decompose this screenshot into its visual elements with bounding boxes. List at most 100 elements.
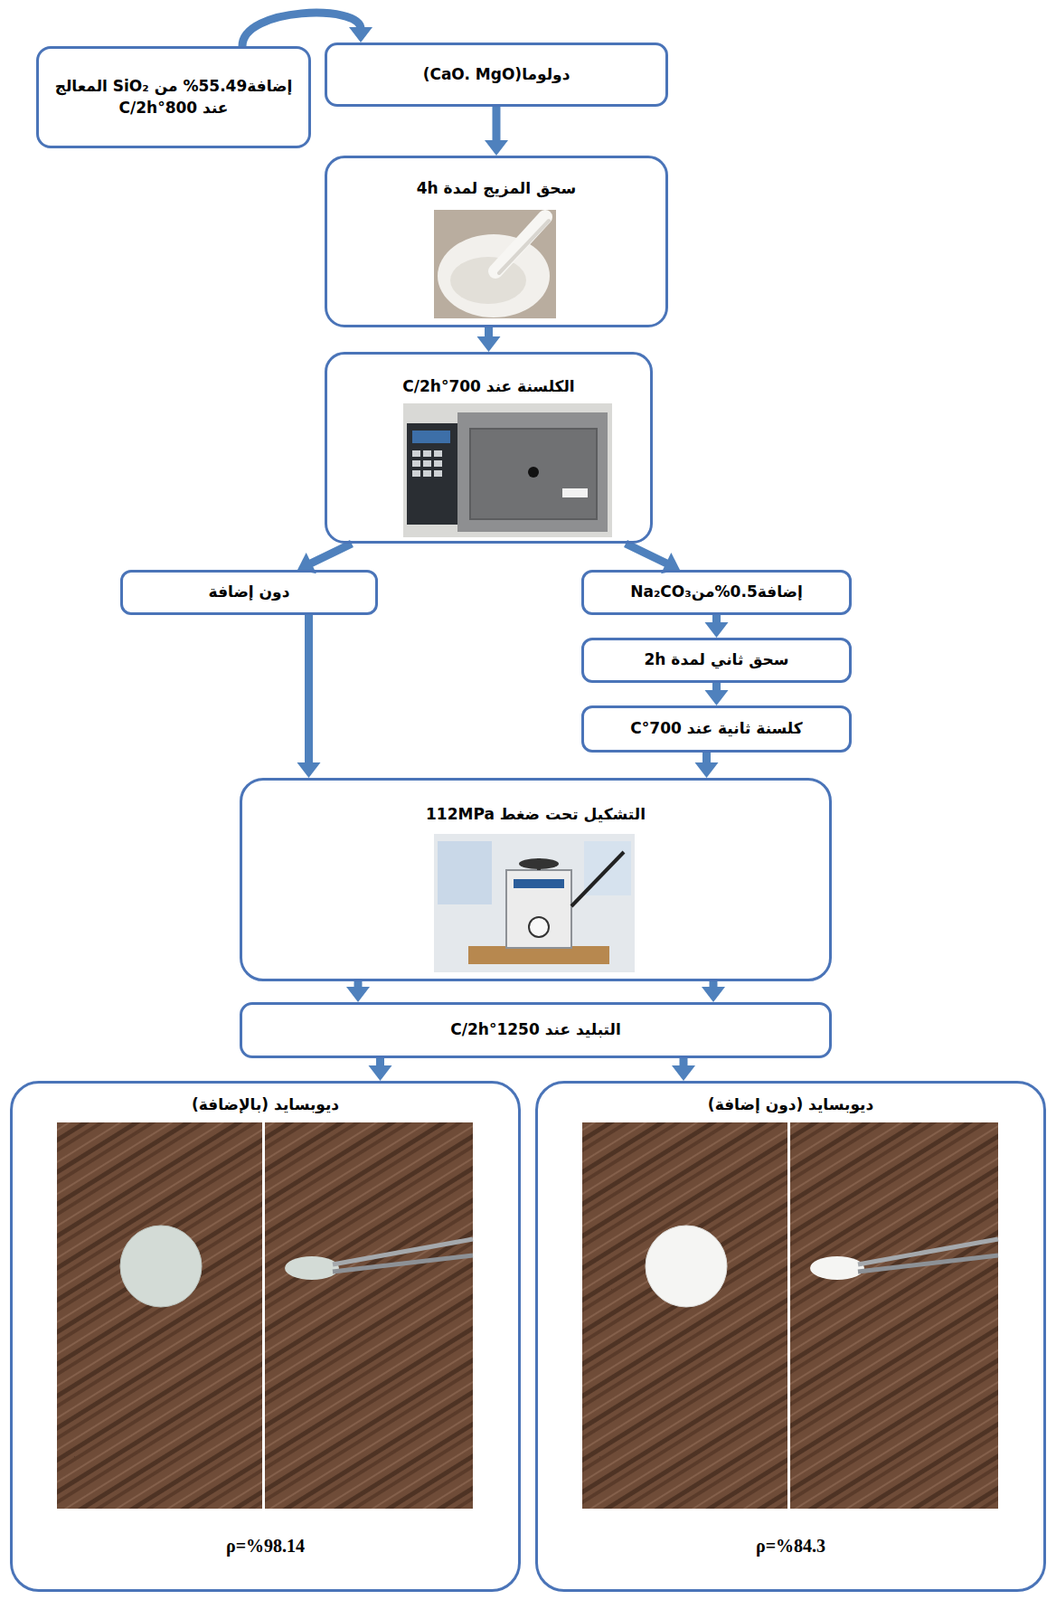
press-photo-part: [433, 833, 635, 972]
density-value: ρ=%98.14: [216, 1532, 314, 1558]
arrow-shaft: [304, 614, 313, 764]
pellet-photos-part: [56, 1122, 263, 1509]
flow-arrow: [695, 752, 719, 778]
process-box: الكلسنة عند 700°C/2h: [324, 351, 653, 544]
press-photo-part: [437, 840, 492, 905]
step-label: التشكيل تحت ضغط 112MPa: [242, 803, 830, 826]
furnace-photo: [403, 403, 613, 538]
process-box: إضافة55.49% من SiO₂ المعالج عند 800°C/2h: [36, 46, 312, 149]
furnace-photo-part: [562, 488, 588, 498]
result-panel: ديوبسايد (بالإضافة) ρ=%98.14: [9, 1080, 521, 1592]
press-photo-part: [518, 858, 559, 869]
pellet-photos-part: [645, 1225, 727, 1307]
mortar-photo-part: [495, 216, 546, 272]
furnace-photo-part: [433, 450, 443, 457]
furnace-photo-part: [412, 450, 421, 457]
arrow-head: [705, 689, 729, 706]
flow-arrow: [346, 980, 726, 1002]
furnace-photo-part: [412, 460, 421, 467]
process-box: سحق المزيج لمدة 4h: [324, 155, 669, 328]
press-photo-part: [528, 916, 549, 937]
furnace-photo-part: [457, 412, 608, 532]
press-photo-part: [537, 858, 541, 870]
arrow-shaft: [492, 106, 501, 142]
flow-arrow: [368, 1057, 393, 1081]
furnace-photo-part: [423, 470, 432, 477]
process-box: كلسنة ثانية عند 700°C: [581, 705, 852, 753]
furnace-photo-part: [403, 403, 613, 538]
press-photo-part: [506, 869, 572, 948]
furnace-photo-part: [433, 470, 443, 477]
furnace-photo-part: [423, 450, 432, 457]
press-photo: [433, 833, 635, 972]
mortar-photo-part: [433, 209, 557, 319]
process-box: دولوما(CaO. MgO): [324, 42, 669, 107]
pellet-photos-part: [332, 1254, 473, 1272]
step-label: ديوبسايد (دون إضافة): [698, 1093, 883, 1116]
step-label: إضافة0.5%منNa₂CO₃: [621, 581, 812, 604]
pellet-photos-part: [810, 1255, 865, 1280]
process-box: سحق ثاني لمدة 2h: [581, 637, 852, 683]
furnace-photo-part: [528, 466, 539, 478]
pellet-photos-part: [284, 1255, 340, 1280]
arrow-head: [297, 762, 321, 778]
flow-arrow: [242, 12, 373, 47]
flow-arrow: [297, 614, 321, 778]
arrow-head: [671, 1065, 696, 1081]
flow-arrow: [705, 682, 729, 706]
flow-arrow: [477, 327, 501, 352]
pellet-photos-part: [264, 1122, 473, 1509]
furnace-photo-part: [470, 428, 597, 519]
pellet-photos: [56, 1122, 473, 1509]
pellet-photos-part: [332, 1238, 473, 1264]
density-value: ρ=%84.3: [746, 1532, 835, 1558]
furnace-photo-part: [412, 470, 421, 477]
pellet-photos-part: [858, 1238, 999, 1264]
step-label: كلسنة ثانية عند 700°C: [621, 717, 811, 740]
result-panel: ديوبسايد (دون إضافة) ρ=%84.3: [535, 1080, 1047, 1592]
pellet-photos-part: [120, 1225, 202, 1307]
process-box: التشكيل تحت ضغط 112MPa: [239, 777, 832, 981]
process-box: دون إضافة: [120, 569, 378, 615]
pellet-photos: [582, 1122, 999, 1509]
step-label: دون إضافة: [199, 581, 300, 604]
furnace-photo-part: [423, 460, 432, 467]
press-photo-part: [513, 878, 565, 888]
step-label: ديوبسايد (بالإضافة): [182, 1093, 349, 1116]
arrow-head: [705, 622, 729, 638]
arrow-head: [484, 140, 509, 156]
arrow-shaft: [625, 543, 668, 564]
arrow-head: [368, 1065, 393, 1081]
furnace-photo-part: [412, 430, 451, 444]
arrow-head: [348, 27, 373, 43]
arrow-shaft: [242, 12, 361, 47]
step-label: سحق المزيج لمدة 4h: [327, 178, 666, 200]
process-box: إضافة0.5%منNa₂CO₃: [581, 569, 852, 615]
pellet-photos-part: [790, 1122, 999, 1509]
step-label: دولوما(CaO. MgO): [414, 64, 580, 86]
arrow-head: [346, 986, 370, 1002]
arrow-head: [701, 986, 726, 1002]
mortar-photo: [433, 209, 557, 319]
arrow-head: [695, 762, 719, 778]
flow-arrow: [484, 106, 509, 156]
furnace-photo-part: [433, 460, 443, 467]
mortar-photo-part: [450, 256, 527, 304]
flow-arrow: [671, 1057, 696, 1081]
step-label: الكلسنة عند 700°C/2h: [327, 376, 651, 398]
press-photo-part: [571, 851, 624, 906]
step-label: التبليد عند 1250°C/2h: [441, 1018, 630, 1041]
process-box: التبليد عند 1250°C/2h: [239, 1001, 832, 1058]
flow-arrow: [705, 614, 729, 638]
arrow-head: [477, 336, 501, 352]
pellet-photos-part: [582, 1122, 788, 1509]
arrow-shaft: [310, 543, 352, 564]
step-label: سحق ثاني لمدة 2h: [635, 649, 799, 671]
step-label: إضافة55.49% من SiO₂ المعالج عند 800°C/2h: [38, 75, 309, 120]
mortar-photo-part: [499, 220, 549, 274]
pellet-photos-part: [858, 1254, 999, 1272]
furnace-photo-part: [406, 423, 458, 525]
